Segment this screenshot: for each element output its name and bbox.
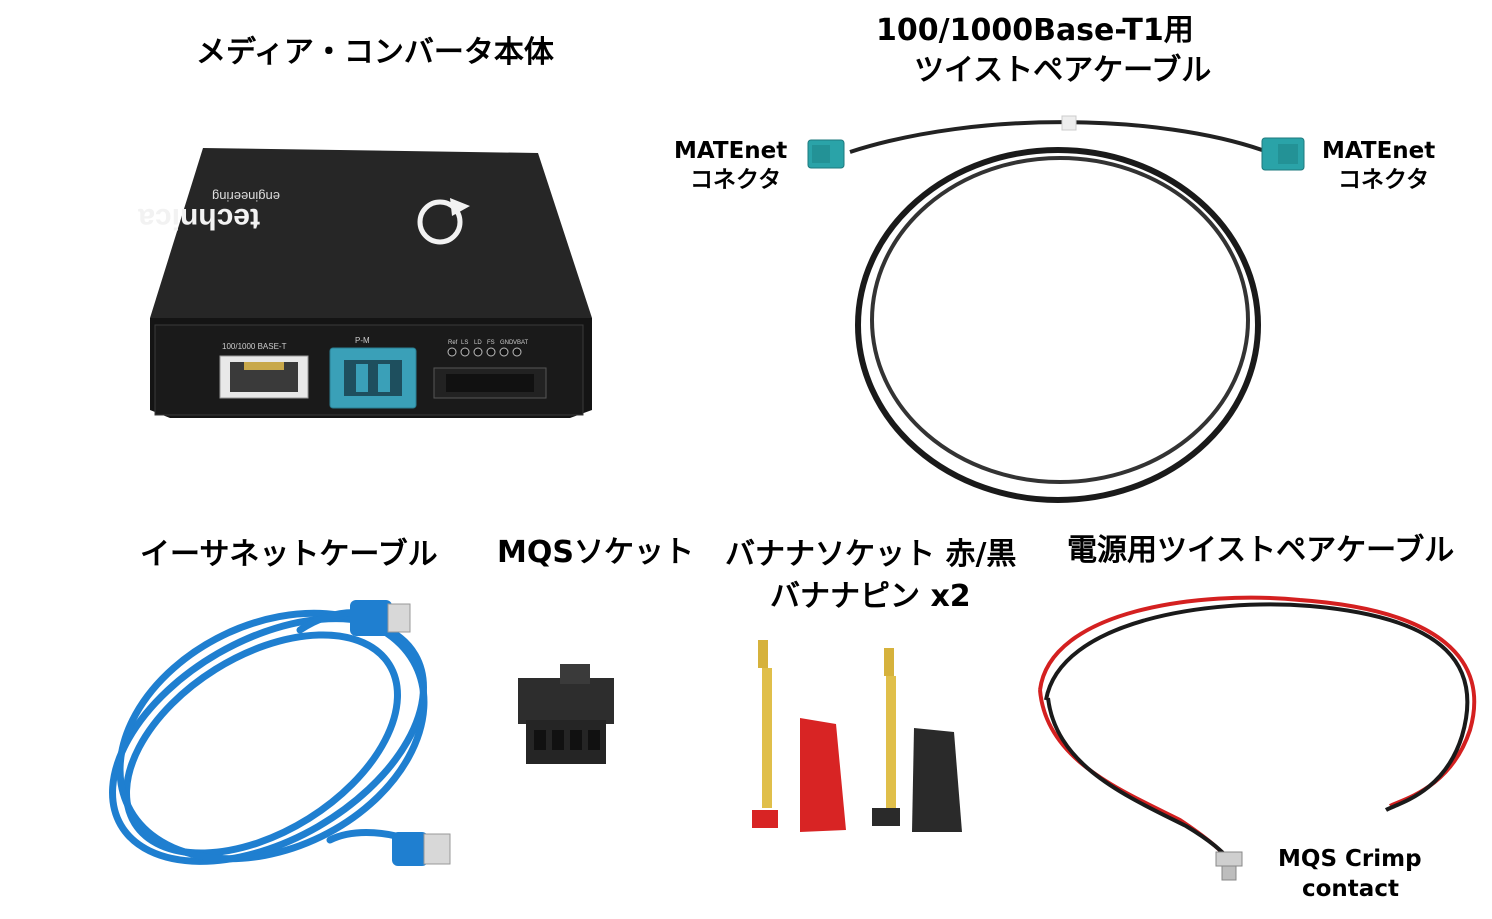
mqs-socket-part — [518, 664, 614, 764]
media-converter-device: technica engineering 100/1000 BASE-T P-M… — [138, 148, 592, 418]
led-holes — [447, 347, 522, 357]
led-label: GND — [500, 340, 514, 346]
led-label: Ref — [448, 340, 458, 346]
banana-socket-black — [872, 728, 962, 832]
converter-title: メディア・コンバータ本体 — [196, 35, 554, 70]
led-hole — [499, 347, 509, 357]
mate-left-line1: MATEnet — [674, 138, 788, 164]
mate-connector-left — [807, 139, 845, 169]
led-hole — [486, 347, 496, 357]
banana-pin-2 — [884, 648, 896, 808]
mqs-socket-title: MQSソケット — [497, 535, 694, 570]
led-label: LS — [461, 340, 468, 346]
t1-cable-title-line2: ツイストペアケーブル — [914, 53, 1212, 88]
port-mid-label: P-M — [355, 336, 370, 345]
logo-main: technica — [138, 202, 260, 235]
ethernet-plug-top — [350, 600, 411, 636]
ethernet-plug-bottom — [392, 832, 451, 866]
crimp-line2: contact — [1302, 876, 1399, 902]
led-label: FS — [487, 340, 495, 346]
banana-pin-1 — [758, 640, 772, 808]
led-hole — [473, 347, 483, 357]
led-label: LD — [474, 340, 482, 346]
crimp-contact — [1215, 851, 1243, 881]
crimp-line1: MQS Crimp — [1278, 846, 1422, 872]
ethernet-cable-title: イーサネットケーブル — [140, 537, 438, 572]
mate-connector-right — [1261, 137, 1305, 171]
power-twisted-cable — [1038, 595, 1477, 866]
port-label: 100/1000 BASE-T — [222, 342, 287, 351]
banana-socket-red — [752, 718, 846, 832]
t1-cable-title-line1: 100/1000Base-T1用 — [876, 13, 1194, 48]
banana-title-line1: バナナソケット 赤/黒 — [725, 537, 1017, 572]
ethernet-cable — [109, 609, 428, 865]
technica-logo: technica engineering — [138, 189, 470, 245]
mate-right-line2: コネクタ — [1338, 167, 1430, 193]
banana-title-line2: バナナピン x2 — [770, 579, 971, 614]
power-cable-title: 電源用ツイストペアケーブル — [1067, 533, 1455, 568]
led-hole — [512, 347, 522, 357]
led-hole — [460, 347, 470, 357]
led-hole — [447, 347, 457, 357]
t1-twisted-pair-cable — [807, 115, 1305, 503]
logo-sub: engineering — [212, 189, 280, 204]
mate-right-line1: MATEnet — [1322, 138, 1436, 164]
mate-left-line2: コネクタ — [690, 167, 782, 193]
led-label: VBAT — [513, 340, 529, 346]
